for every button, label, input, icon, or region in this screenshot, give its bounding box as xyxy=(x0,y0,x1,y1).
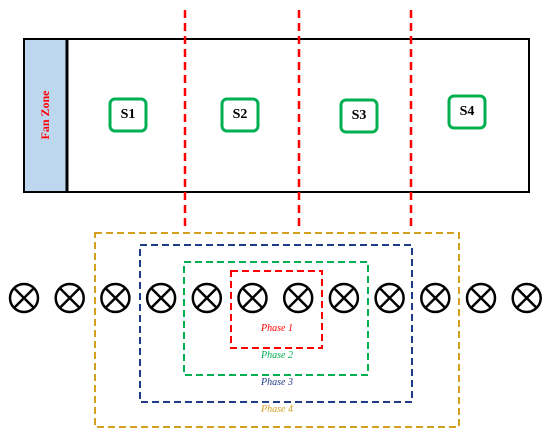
phase-2-label: Phase 2 xyxy=(260,350,293,361)
phase-2-boundary xyxy=(183,261,369,376)
fan-icon xyxy=(145,282,177,314)
sensor-s4: S4 xyxy=(447,94,487,130)
fan-icon xyxy=(8,282,40,314)
fan-icon xyxy=(328,282,360,314)
sensor-s4-label: S4 xyxy=(460,104,475,119)
fan-zone-panel xyxy=(23,38,68,193)
fan-icon xyxy=(374,282,405,314)
fan-icon xyxy=(54,282,85,314)
fan-icon xyxy=(511,282,542,314)
phase-4-label: Phase 4 xyxy=(260,404,293,415)
phase-4-boundary xyxy=(94,232,460,428)
phase-3-boundary xyxy=(139,244,413,403)
fan-row xyxy=(8,282,542,314)
fan-icon xyxy=(282,282,314,314)
sensor-s3: S3 xyxy=(339,98,379,134)
phase-3-label: Phase 3 xyxy=(260,377,293,388)
fan-zone-label: Fan Zone xyxy=(38,90,52,140)
fan-icon xyxy=(420,282,451,314)
sensor-s2: S2 xyxy=(220,97,260,133)
fan-icon xyxy=(100,282,131,314)
fan-icon xyxy=(191,282,223,314)
sensor-s1: S1 xyxy=(108,97,148,133)
sensor-s2-label: S2 xyxy=(233,107,248,122)
sensor-s3-label: S3 xyxy=(352,108,367,123)
phase-1-label: Phase 1 xyxy=(260,323,293,334)
fan-icon xyxy=(465,282,497,314)
building-outline xyxy=(23,38,530,193)
phase-1-boundary xyxy=(230,270,323,349)
sensor-s1-label: S1 xyxy=(121,107,136,122)
fan-icon xyxy=(237,282,268,314)
